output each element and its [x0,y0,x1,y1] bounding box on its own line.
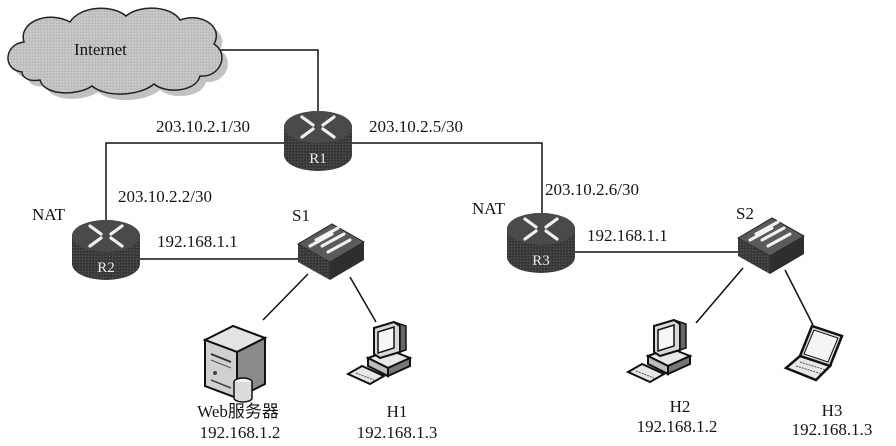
web-server-ip-label: 192.168.1.2 [199,423,281,442]
router-r1-label: R1 [309,151,327,167]
r2-wan-ip-label: 203.10.2.2/30 [118,187,212,206]
switch-s2[interactable] [736,217,806,274]
router-arrows-icon [523,217,559,241]
r1-to-r2-ip-label: 203.10.2.1/30 [156,117,250,136]
h3-ip-label: 192.168.1.3 [791,420,873,439]
desktop-computer-icon[interactable] [345,320,413,386]
link-s1-h1 [349,276,377,323]
router-arrows-icon [88,224,124,248]
h2-ip-label: 192.168.1.2 [636,417,718,436]
server-icon[interactable] [202,324,268,403]
router-r2-label: R2 [97,260,115,276]
links [105,49,814,326]
router-r2[interactable]: R2 [72,220,140,280]
r2-nat-label: NAT [32,205,66,224]
h1-ip-label: 192.168.1.3 [356,423,438,442]
link-s2-h2 [695,267,744,324]
h3-name-label: H3 [821,401,843,420]
r3-nat-label: NAT [472,199,506,218]
desktop-computer-icon[interactable] [625,318,693,384]
router-r3-label: R3 [532,253,550,269]
r3-lan-ip-label: 192.168.1.1 [587,226,668,245]
link-s1-web [262,273,309,321]
link-r1-r3 [352,142,543,214]
router-arrows-icon [300,115,336,139]
r3-wan-ip-label: 203.10.2.6/30 [545,180,639,199]
link-r1-r2 [105,142,285,222]
switch-s2-label: S2 [736,204,754,223]
r2-lan-ip-label: 192.168.1.1 [157,232,238,251]
r1-to-r3-ip-label: 203.10.2.5/30 [369,117,463,136]
h1-name-label: H1 [386,402,408,421]
link-internet-r1 [215,49,319,112]
internet-label: Internet [74,40,127,59]
switch-arrows-icon [308,226,352,254]
cloud-icon [7,7,228,101]
h2-name-label: H2 [669,397,691,416]
router-r1[interactable]: R1 [284,111,352,171]
switch-s1-label: S1 [292,206,310,225]
web-server-name-label: Web服务器 [197,402,279,421]
switch-arrows-icon [748,220,792,248]
laptop-icon[interactable] [783,324,844,382]
link-s2-h3 [784,269,814,326]
router-r3[interactable]: R3 [507,213,575,273]
switch-s1[interactable] [296,223,366,280]
